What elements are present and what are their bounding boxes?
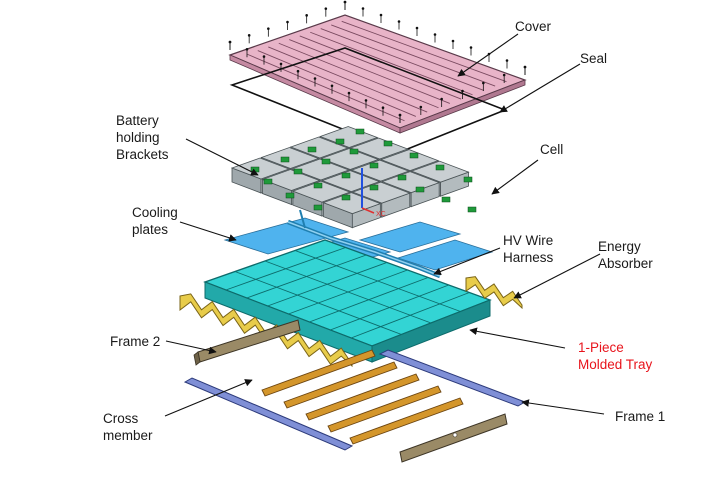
cell-top <box>379 149 440 172</box>
bracket <box>341 172 351 179</box>
bracket <box>307 146 317 153</box>
frame-2-label: Frame 2 <box>110 334 161 349</box>
bracket <box>435 164 445 171</box>
svg-text:XC: XC <box>376 211 386 218</box>
cooling-plates-label: Cooling plates <box>132 205 178 237</box>
cell-top <box>410 160 470 183</box>
battery-holding-brackets <box>250 128 477 213</box>
bracket <box>293 168 303 175</box>
bracket <box>341 194 351 201</box>
cover-leader <box>457 33 519 77</box>
bracket <box>415 186 425 193</box>
bracket <box>285 192 295 199</box>
bracket <box>280 156 290 163</box>
bracket <box>263 178 273 185</box>
cell-top <box>321 170 381 193</box>
bracket <box>355 128 365 135</box>
cross-member-bar <box>283 361 398 409</box>
cell-top <box>261 169 321 191</box>
molded-tray-leader <box>469 327 566 349</box>
bracket <box>463 176 473 183</box>
bracket <box>383 140 393 147</box>
cross-member-leader <box>164 379 253 417</box>
frame-2 <box>193 319 301 366</box>
cross-member-label: Cross member <box>103 411 153 443</box>
bracket <box>369 162 379 169</box>
axis-marker: XC <box>361 168 386 218</box>
hv-wire-harness-leader <box>433 247 501 276</box>
seal-label: Seal <box>580 51 608 66</box>
cell-top <box>291 180 352 203</box>
bracket <box>321 158 331 165</box>
cross-member-bar <box>327 385 442 433</box>
cross-member-bar <box>349 397 464 445</box>
bracket <box>335 138 345 145</box>
bracket <box>313 204 323 211</box>
cell-top <box>290 158 351 181</box>
seal-leader <box>499 63 581 113</box>
energy-absorber-label: Energy Absorber <box>598 239 653 271</box>
frame-1 <box>183 349 527 463</box>
bracket <box>250 166 260 173</box>
hv-wire-harness-label: HV Wire Harness <box>503 233 554 265</box>
bracket <box>313 182 323 189</box>
energy-absorber-leader <box>513 253 601 299</box>
frame-2-leader <box>165 340 217 355</box>
frame-1-leader <box>521 399 605 415</box>
battery-holding-brackets-label: Battery holding Brackets <box>116 113 169 162</box>
bracket <box>409 152 419 159</box>
cross-member-bar <box>305 373 420 421</box>
cell-top <box>320 148 380 170</box>
bracket <box>441 196 451 203</box>
bracket <box>369 184 379 191</box>
cell-leader <box>491 159 539 195</box>
brackets-leader <box>185 138 259 176</box>
cover <box>228 0 527 134</box>
cell-modules <box>230 126 470 229</box>
cover-label: Cover <box>515 19 552 34</box>
cell-top <box>349 137 409 160</box>
energy-absorber <box>179 276 523 368</box>
cell-top <box>289 136 349 159</box>
bracket <box>349 148 359 155</box>
cross-members <box>261 349 464 445</box>
molded-tray-label: 1-Piece Molded Tray <box>578 340 653 372</box>
frame-1-label: Frame 1 <box>615 409 666 424</box>
cooling-plates-leader <box>179 221 237 242</box>
cell-label: Cell <box>540 142 564 157</box>
hv-wire-harness <box>287 209 441 279</box>
bracket <box>397 174 407 181</box>
molded-tray <box>203 239 492 363</box>
bracket <box>467 206 477 213</box>
cross-member-bar <box>261 349 376 397</box>
cell-top <box>260 147 320 169</box>
